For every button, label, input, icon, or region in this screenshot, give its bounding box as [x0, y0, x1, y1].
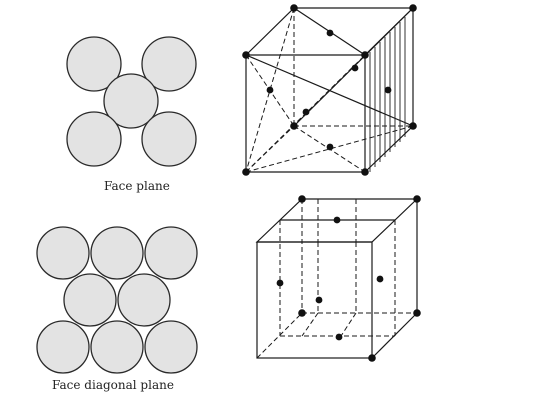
- fcc-cube-diagonal: [242, 4, 417, 176]
- atom-circle: [103, 73, 159, 129]
- face-center-atom: [266, 86, 274, 94]
- corner-atom: [413, 195, 421, 203]
- atom-circle: [36, 320, 90, 374]
- face-center-atom: [326, 143, 334, 151]
- atom-circle: [63, 273, 117, 327]
- corner-atom: [413, 309, 421, 317]
- face-plane-packing: [66, 36, 197, 167]
- corner-atom: [298, 309, 306, 317]
- face-center-atom: [326, 29, 334, 37]
- corner-atom: [368, 354, 376, 362]
- face-center-atom: [315, 296, 323, 304]
- corner-atom: [409, 4, 417, 12]
- corner-atom: [409, 122, 417, 130]
- face-center-atom: [335, 333, 343, 341]
- fcc-cube-face: [255, 195, 421, 362]
- face-diagonal-plane-packing: [36, 226, 198, 374]
- cube-atoms: [242, 4, 417, 176]
- atom-circle: [144, 320, 198, 374]
- corner-atom: [298, 195, 306, 203]
- caption-face-diagonal-plane: Face diagonal plane: [52, 378, 174, 392]
- face-center-atom: [276, 279, 284, 287]
- face-center-atom: [333, 216, 341, 224]
- atom-circle: [66, 111, 122, 167]
- atom-circle: [36, 226, 90, 280]
- corner-atom: [242, 168, 250, 176]
- atom-circle: [66, 36, 122, 92]
- corner-atom: [290, 4, 298, 12]
- corner-atom: [361, 168, 369, 176]
- caption-face-plane: Face plane: [104, 179, 170, 193]
- atom-circle: [90, 320, 144, 374]
- atom-circle: [141, 36, 197, 92]
- hatched-face: [369, 17, 406, 172]
- face-center-atom: [351, 64, 359, 72]
- atom-circle: [90, 226, 144, 280]
- face-center-atom: [302, 108, 310, 116]
- corner-atom: [290, 122, 298, 130]
- atom-circle: [117, 273, 171, 327]
- cube-atoms: [276, 195, 421, 362]
- atom-circle: [144, 226, 198, 280]
- atom-circle: [141, 111, 197, 167]
- corner-atom: [242, 51, 250, 59]
- face-center-atom: [384, 86, 392, 94]
- face-center-atom: [376, 275, 384, 283]
- corner-atom: [361, 51, 369, 59]
